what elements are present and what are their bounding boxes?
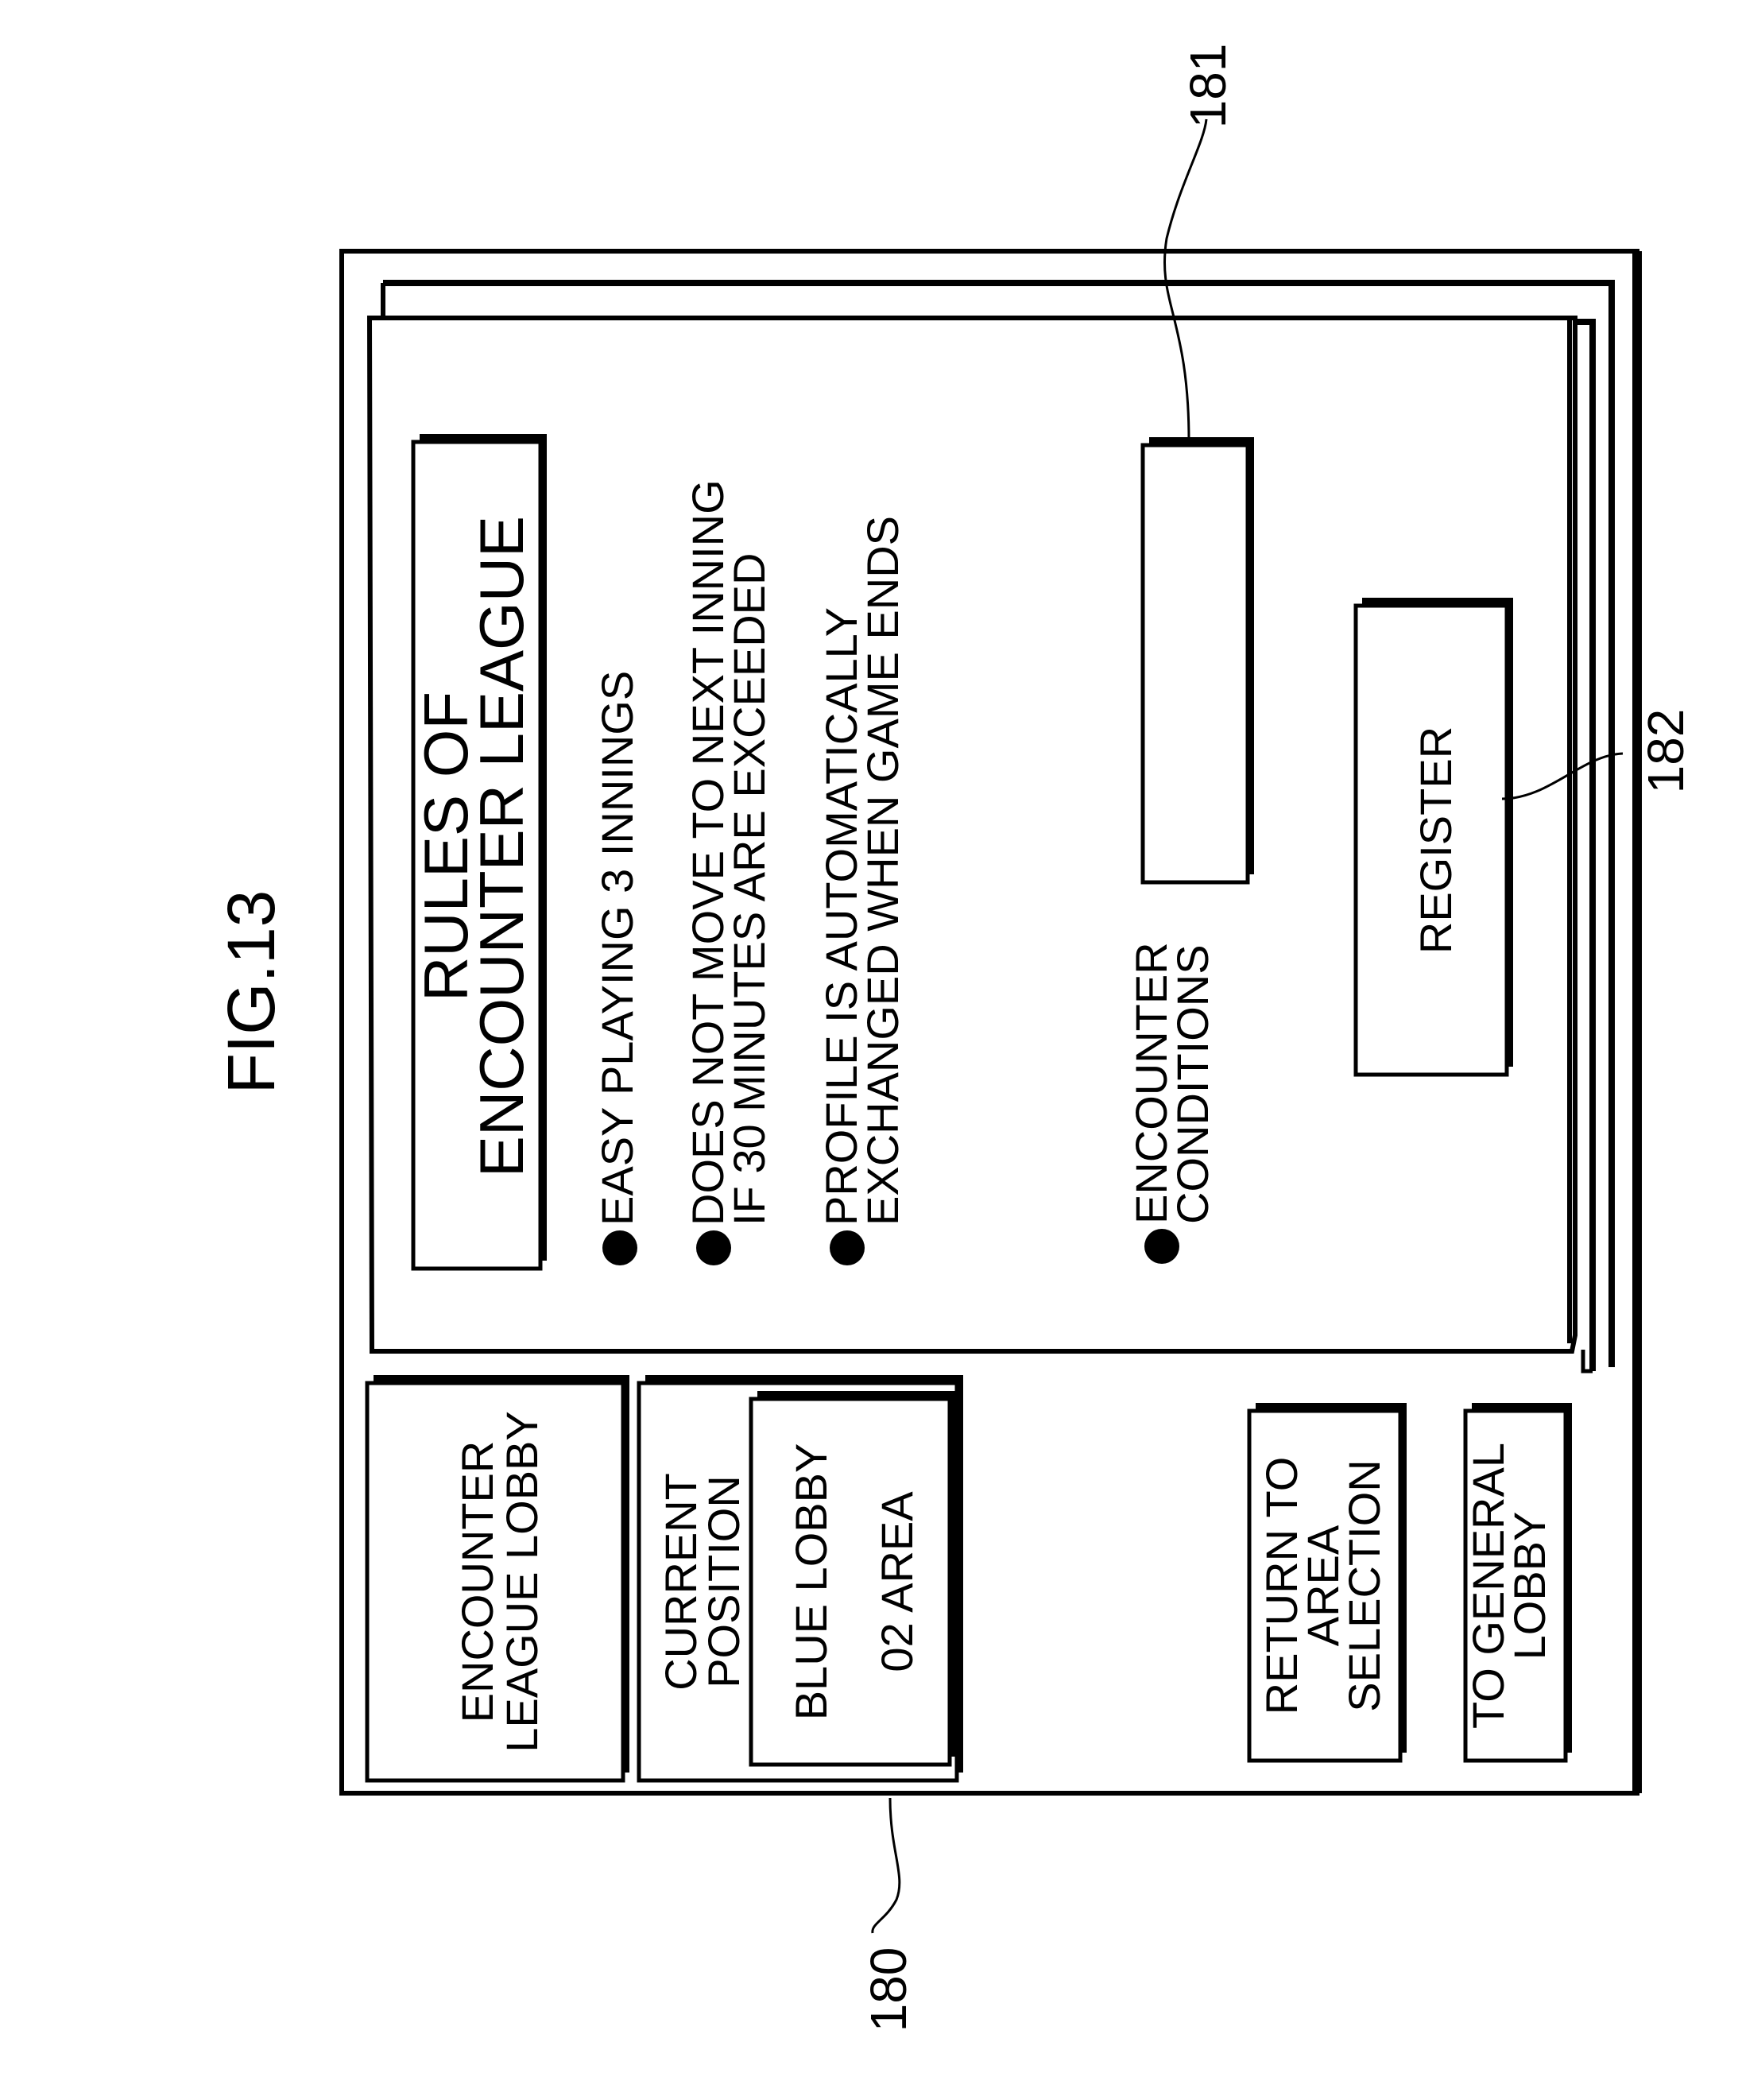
leader-line-182 [1501,752,1624,800]
conditions-label-line-1: ENCOUNTER [1126,942,1176,1224]
return-label-line-1: RETURN TO [1256,1457,1306,1715]
current-position-header-line-2: POSITION [699,1475,749,1688]
rules-title-line-2: ENCOUNTER LEAGUE [466,516,536,1177]
rule-3-line-1: PROFILE IS AUTOMATICALLY [816,607,866,1226]
figure-label: FIG.13 [214,890,288,1095]
general-label-line-2: LOBBY [1504,1512,1554,1660]
conditions-input-box[interactable] [1140,437,1254,885]
leader-line-181 [1163,118,1208,442]
return-label-line-3: SELECTION [1339,1459,1389,1711]
lobby-title-line-2: LEAGUE LOBBY [497,1411,547,1753]
to-general-lobby-button[interactable] [1463,1403,1572,1763]
location-box [749,1391,956,1767]
area-name: 02 AREA [872,1491,922,1672]
general-label-line-1: TO GENERAL [1463,1443,1513,1729]
return-label-line-2: AREA [1298,1525,1348,1646]
rule-1-line-1: EASY PLAYING 3 INNINGS [592,671,642,1226]
bullet-icon [830,1230,865,1265]
return-to-area-selection-button[interactable] [1247,1403,1407,1763]
register-button[interactable] [1353,598,1513,1077]
lobby-name: BLUE LOBBY [786,1443,836,1721]
rule-2-line-2: IF 30 MINUTES ARE EXCEEDED [724,553,774,1226]
rules-title-line-1: RULES OF [411,692,481,1002]
lobby-title-box [365,1375,629,1783]
leader-line-180 [871,1797,901,1934]
register-label: REGISTER [1411,726,1461,954]
rule-2-line-1: DOES NOT MOVE TO NEXT INNING [683,479,733,1226]
screen-frame [339,249,1642,1796]
bullet-icon [1144,1229,1179,1264]
ref-182: 182 [1637,709,1694,794]
conditions-label-line-2: CONDITIONS [1167,944,1217,1224]
lobby-title-line-1: ENCOUNTER [452,1441,502,1723]
bullet-icon [602,1230,637,1265]
rule-3-line-2: EXCHANGED WHEN GAME ENDS [857,516,908,1226]
bullet-icon [696,1230,731,1265]
current-position-header-line-1: CURRENT [656,1473,706,1691]
ref-181: 181 [1179,44,1237,129]
rules-panel [366,316,1577,1354]
ref-180: 180 [860,1947,917,2032]
rules-title-box [411,434,547,1271]
